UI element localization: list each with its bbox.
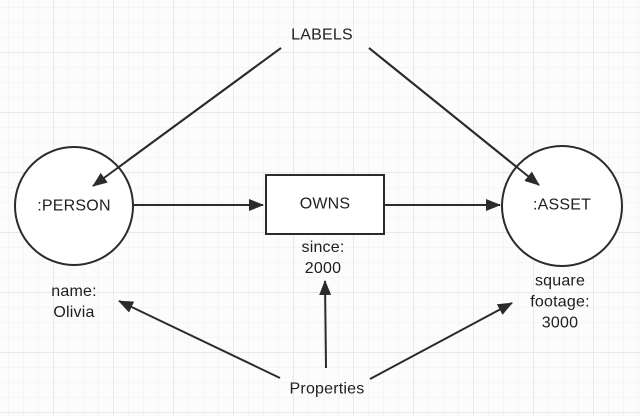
owns-relationship-label[interactable]: OWNS <box>299 195 351 213</box>
owns-relationship-box[interactable] <box>265 174 385 235</box>
edge-labels-to-person-tip <box>92 47 282 187</box>
edge-labels-to-asset-tip <box>368 47 540 186</box>
name-property-text[interactable]: name: Olivia <box>51 283 97 321</box>
edge-properties-to-square-footage[interactable] <box>369 302 513 380</box>
properties-title[interactable]: Properties <box>289 380 365 398</box>
person-node-label[interactable]: :PERSON <box>37 197 111 215</box>
square-footage-property-text[interactable]: square footage: 3000 <box>530 272 590 332</box>
edge-properties-to-name[interactable] <box>118 300 281 379</box>
asset-node-label[interactable]: :ASSET <box>532 196 592 214</box>
edge-properties-to-since[interactable] <box>319 280 332 369</box>
labels-title[interactable]: LABELS <box>291 26 353 44</box>
since-property-text[interactable]: since: 2000 <box>301 239 345 277</box>
